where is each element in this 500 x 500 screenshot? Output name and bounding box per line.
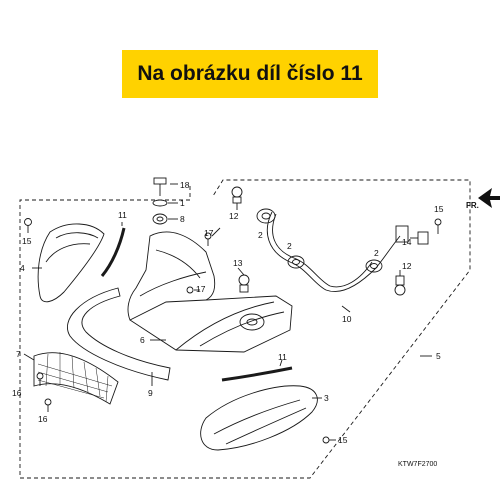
label-17-lower: 17 (196, 284, 206, 294)
label-6: 6 (140, 335, 145, 345)
label-15-right: 15 (434, 204, 444, 214)
label-9: 9 (148, 388, 153, 398)
label-11-upper: 11 (118, 210, 127, 220)
screw-17-lower (186, 286, 200, 294)
label-16-a: 16 (12, 388, 22, 398)
connector-block (395, 225, 409, 243)
front-arrow (478, 188, 500, 208)
washer-1 (152, 199, 178, 207)
socket-2-a (256, 208, 276, 224)
bulb-13 (237, 267, 250, 293)
label-15-left: 15 (22, 236, 32, 246)
screw-16-b (44, 398, 52, 412)
label-1: 1 (180, 198, 185, 208)
strip-11-lower (221, 366, 293, 382)
screw-16-a (36, 372, 44, 386)
front-direction-label: FR. (466, 201, 479, 210)
label-3: 3 (324, 393, 329, 403)
assembly-outline (19, 179, 471, 479)
label-17-upper: 17 (204, 228, 214, 238)
grommet-8 (152, 213, 178, 225)
label-2-b: 2 (287, 241, 292, 251)
reflector-7 (23, 352, 119, 405)
strip-11-upper (100, 227, 126, 277)
label-12-left: 12 (229, 211, 239, 221)
label-15-bottom: 15 (338, 435, 348, 445)
title-text: Na obrázku díl číslo 11 (137, 62, 363, 85)
title-banner: Na obrázku díl číslo 11 (122, 50, 378, 98)
label-8: 8 (180, 214, 185, 224)
screw-17-upper (204, 227, 221, 246)
bolt-18 (153, 177, 178, 196)
label-2-c: 2 (374, 248, 379, 258)
bracket-14 (410, 231, 429, 245)
headlight-housing-6 (127, 231, 216, 321)
turn-lens-3 (200, 385, 318, 451)
bulb-12-left (231, 186, 243, 210)
socket-2-c (365, 259, 383, 273)
diagram-code: KTW7F2700 (398, 461, 437, 468)
screw-15-left (24, 218, 32, 233)
screw-15-bottom (322, 436, 336, 444)
label-11-lower: 11 (278, 352, 287, 362)
label-13: 13 (233, 258, 243, 268)
label-4: 4 (20, 263, 25, 273)
label-18: 18 (180, 180, 190, 190)
bulb-12-right (394, 270, 406, 296)
label-7: 7 (16, 349, 21, 359)
turn-lens-4 (37, 223, 105, 303)
label-12-right: 12 (402, 261, 412, 271)
label-2-a: 2 (258, 230, 263, 240)
label-14: 14 (402, 237, 412, 247)
screw-15-right (434, 218, 442, 234)
label-10: 10 (342, 314, 352, 324)
socket-2-b (287, 255, 305, 269)
strip-9 (67, 287, 171, 381)
harness-10 (266, 211, 401, 292)
label-5: 5 (436, 351, 441, 361)
label-16-b: 16 (38, 414, 48, 424)
